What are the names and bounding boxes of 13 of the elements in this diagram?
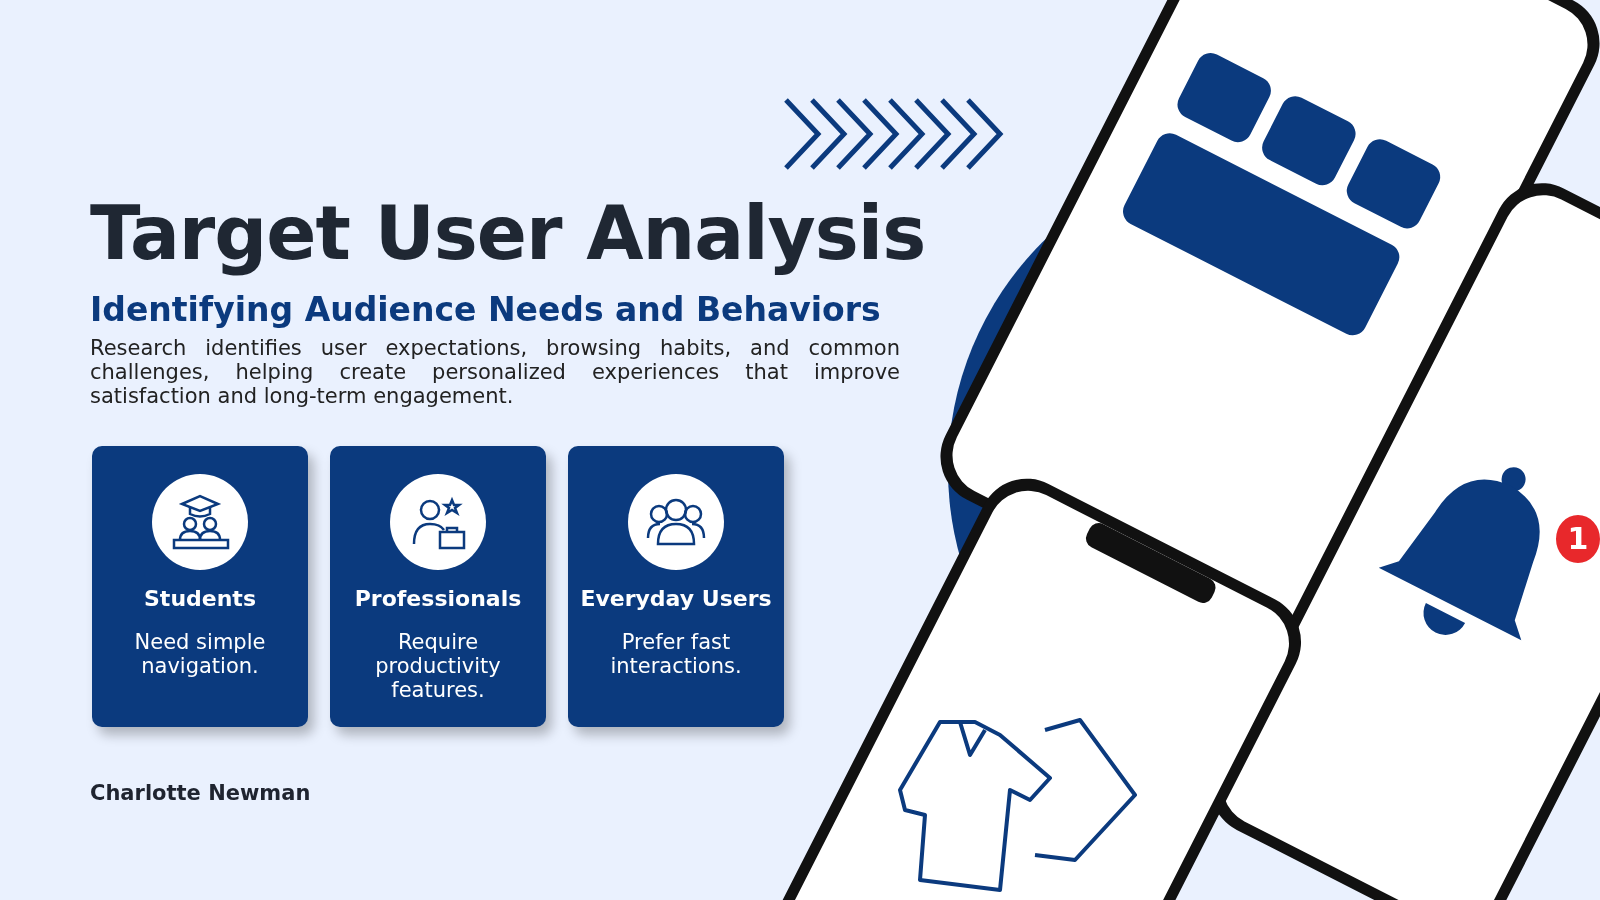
card-heading: Students	[143, 586, 257, 611]
user-card	[330, 446, 546, 727]
card-heading: Everyday Users	[579, 586, 773, 611]
card-description: Require productivity features.	[374, 630, 502, 702]
user-card	[568, 446, 784, 727]
author-name: Charlotte Newman	[90, 781, 311, 805]
description-paragraph: Research identifies user expectations, browsing habits, and common challenges, helping create personalized experiences that improve satisfaction and long-term engagement.	[90, 336, 900, 408]
subtitle: Identifying Audience Needs and Behaviors	[90, 290, 881, 329]
card-heading: Professionals	[353, 586, 523, 611]
user-card	[92, 446, 308, 727]
title: Target User Analysis	[90, 190, 926, 276]
card-description: Prefer fast interactions.	[609, 630, 743, 678]
card-description: Need simple navigation.	[133, 630, 267, 678]
